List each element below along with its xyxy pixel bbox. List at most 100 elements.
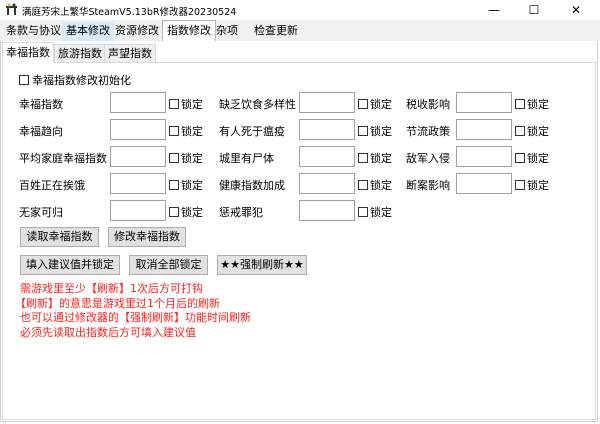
judgment-impact-input[interactable] bbox=[456, 173, 512, 194]
lock-label: 锁定 bbox=[181, 98, 203, 111]
tab-basic-modify[interactable]: 基本修改 bbox=[62, 22, 114, 41]
lock-label: 锁定 bbox=[370, 98, 392, 111]
fill-suggested-lock-button[interactable]: 填入建议值并锁定 bbox=[20, 255, 120, 275]
checkbox-icon[interactable] bbox=[515, 126, 525, 136]
maximize-icon: ☐ bbox=[528, 3, 540, 17]
field-label-avg-family-happiness: 平均家庭幸福指数 bbox=[19, 152, 107, 165]
lock-checkbox-homeless[interactable]: 锁定 bbox=[169, 204, 203, 220]
minimize-icon: — bbox=[488, 3, 500, 17]
lock-checkbox-happiness-trend[interactable]: 锁定 bbox=[169, 123, 203, 139]
checkbox-icon[interactable] bbox=[515, 99, 525, 109]
note-line: 需游戏里至少【刷新】1次后方可打钩 bbox=[20, 282, 203, 295]
lock-label: 锁定 bbox=[370, 179, 392, 192]
corpses-input[interactable] bbox=[299, 146, 355, 167]
lock-checkbox-plague-deaths[interactable]: 锁定 bbox=[358, 123, 392, 139]
enemy-invasion-input[interactable] bbox=[456, 146, 512, 167]
lock-checkbox-happiness[interactable]: 锁定 bbox=[169, 96, 203, 112]
note-line: 必须先读取出指数后方可填入建议值 bbox=[20, 325, 196, 339]
tab-terms[interactable]: 条款与协议 bbox=[6, 24, 61, 37]
lock-checkbox-austerity-policy[interactable]: 锁定 bbox=[515, 123, 549, 139]
plague-deaths-input[interactable] bbox=[299, 119, 355, 140]
lock-label: 锁定 bbox=[181, 125, 203, 138]
food-diversity-input[interactable] bbox=[299, 92, 355, 113]
checkbox-icon[interactable] bbox=[358, 99, 368, 109]
starving-input[interactable] bbox=[110, 173, 166, 194]
checkbox-icon[interactable] bbox=[358, 126, 368, 136]
lock-label: 锁定 bbox=[370, 206, 392, 219]
main-tab-bar: 条款与协议 基本修改 资源修改 指数修改 杂项 检查更新 bbox=[0, 20, 600, 41]
lock-checkbox-corpses[interactable]: 锁定 bbox=[358, 150, 392, 166]
field-label-enemy-invasion: 敌军入侵 bbox=[406, 152, 450, 165]
homeless-input[interactable] bbox=[110, 200, 166, 221]
happiness-trend-input[interactable] bbox=[110, 119, 166, 140]
field-label-happiness: 幸福指数 bbox=[19, 98, 63, 111]
lock-checkbox-avg-family-happiness[interactable]: 锁定 bbox=[169, 150, 203, 166]
field-label-corpses: 城里有尸体 bbox=[219, 152, 274, 165]
checkbox-icon[interactable] bbox=[169, 153, 179, 163]
lock-label: 锁定 bbox=[181, 152, 203, 165]
checkbox-icon[interactable] bbox=[169, 207, 179, 217]
lock-label: 锁定 bbox=[527, 179, 549, 192]
field-label-homeless: 无家可归 bbox=[19, 206, 63, 219]
close-icon: ✕ bbox=[570, 3, 582, 17]
lock-checkbox-health-bonus[interactable]: 锁定 bbox=[358, 177, 392, 193]
punish-criminals-input[interactable] bbox=[299, 200, 355, 221]
cancel-all-locks-button[interactable]: 取消全部锁定 bbox=[129, 255, 208, 275]
read-happiness-button[interactable]: 读取幸福指数 bbox=[20, 227, 99, 247]
happiness-init-checkbox[interactable]: 幸福指数修改初始化 bbox=[19, 72, 131, 88]
tab-misc[interactable]: 杂项 bbox=[216, 24, 238, 37]
avg-family-happiness-input[interactable] bbox=[110, 146, 166, 167]
lock-label: 锁定 bbox=[181, 206, 203, 219]
subtab-happiness[interactable]: 幸福指数 bbox=[2, 42, 54, 63]
checkbox-icon[interactable] bbox=[19, 75, 29, 85]
lock-label: 锁定 bbox=[527, 152, 549, 165]
checkbox-icon[interactable] bbox=[358, 207, 368, 217]
field-label-plague-deaths: 有人死于瘟疫 bbox=[219, 125, 285, 138]
tab-index-modify[interactable]: 指数修改 bbox=[162, 20, 216, 41]
austerity-policy-input[interactable] bbox=[456, 119, 512, 140]
close-button[interactable]: ✕ bbox=[556, 0, 596, 20]
lock-label: 锁定 bbox=[527, 98, 549, 111]
maximize-button[interactable]: ☐ bbox=[514, 0, 554, 20]
title-bar: 满庭芳宋上繁华SteamV5.13bR修改器20230524 — ☐ ✕ bbox=[0, 0, 600, 20]
checkbox-icon[interactable] bbox=[169, 126, 179, 136]
lock-checkbox-food-diversity[interactable]: 锁定 bbox=[358, 96, 392, 112]
instruction-notes: 需游戏里至少【刷新】1次后方可打钩 【刷新】的意思是游戏里过1个月后的刷新 也可… bbox=[15, 282, 251, 340]
app-icon bbox=[6, 3, 17, 15]
field-label-judgment-impact: 断案影响 bbox=[406, 179, 450, 192]
minimize-button[interactable]: — bbox=[474, 0, 514, 20]
happiness-init-label: 幸福指数修改初始化 bbox=[32, 74, 131, 87]
force-refresh-button[interactable]: ★★强制刷新★★ bbox=[217, 255, 307, 275]
checkbox-icon[interactable] bbox=[358, 153, 368, 163]
health-bonus-input[interactable] bbox=[299, 173, 355, 194]
field-label-punish-criminals: 惩戒罪犯 bbox=[219, 206, 263, 219]
field-label-starving: 百姓正在挨饿 bbox=[19, 179, 85, 192]
checkbox-icon[interactable] bbox=[515, 153, 525, 163]
checkbox-icon[interactable] bbox=[169, 180, 179, 190]
checkbox-icon[interactable] bbox=[169, 99, 179, 109]
window-title: 满庭芳宋上繁华SteamV5.13bR修改器20230524 bbox=[22, 7, 237, 18]
subtab-tourism[interactable]: 旅游指数 bbox=[54, 44, 106, 62]
field-label-tax-impact: 税收影响 bbox=[406, 98, 450, 111]
tab-resource-modify[interactable]: 资源修改 bbox=[115, 24, 159, 37]
field-label-austerity-policy: 节流政策 bbox=[406, 125, 450, 138]
lock-label: 锁定 bbox=[527, 125, 549, 138]
checkbox-icon[interactable] bbox=[515, 180, 525, 190]
lock-checkbox-tax-impact[interactable]: 锁定 bbox=[515, 96, 549, 112]
lock-checkbox-enemy-invasion[interactable]: 锁定 bbox=[515, 150, 549, 166]
field-label-health-bonus: 健康指数加成 bbox=[219, 179, 285, 192]
modify-happiness-button[interactable]: 修改幸福指数 bbox=[108, 227, 186, 247]
lock-label: 锁定 bbox=[370, 152, 392, 165]
checkbox-icon[interactable] bbox=[358, 180, 368, 190]
lock-label: 锁定 bbox=[370, 125, 392, 138]
subtab-reputation[interactable]: 声望指数 bbox=[104, 44, 156, 62]
happiness-input[interactable] bbox=[110, 92, 166, 113]
lock-label: 锁定 bbox=[181, 179, 203, 192]
lock-checkbox-starving[interactable]: 锁定 bbox=[169, 177, 203, 193]
tax-impact-input[interactable] bbox=[456, 92, 512, 113]
tab-check-update[interactable]: 检查更新 bbox=[254, 24, 298, 37]
note-line: 也可以通过修改器的【强制刷新】功能时间刷新 bbox=[20, 311, 251, 324]
field-label-happiness-trend: 幸福趋向 bbox=[19, 125, 63, 138]
lock-checkbox-punish-criminals[interactable]: 锁定 bbox=[358, 204, 392, 220]
lock-checkbox-judgment-impact[interactable]: 锁定 bbox=[515, 177, 549, 193]
